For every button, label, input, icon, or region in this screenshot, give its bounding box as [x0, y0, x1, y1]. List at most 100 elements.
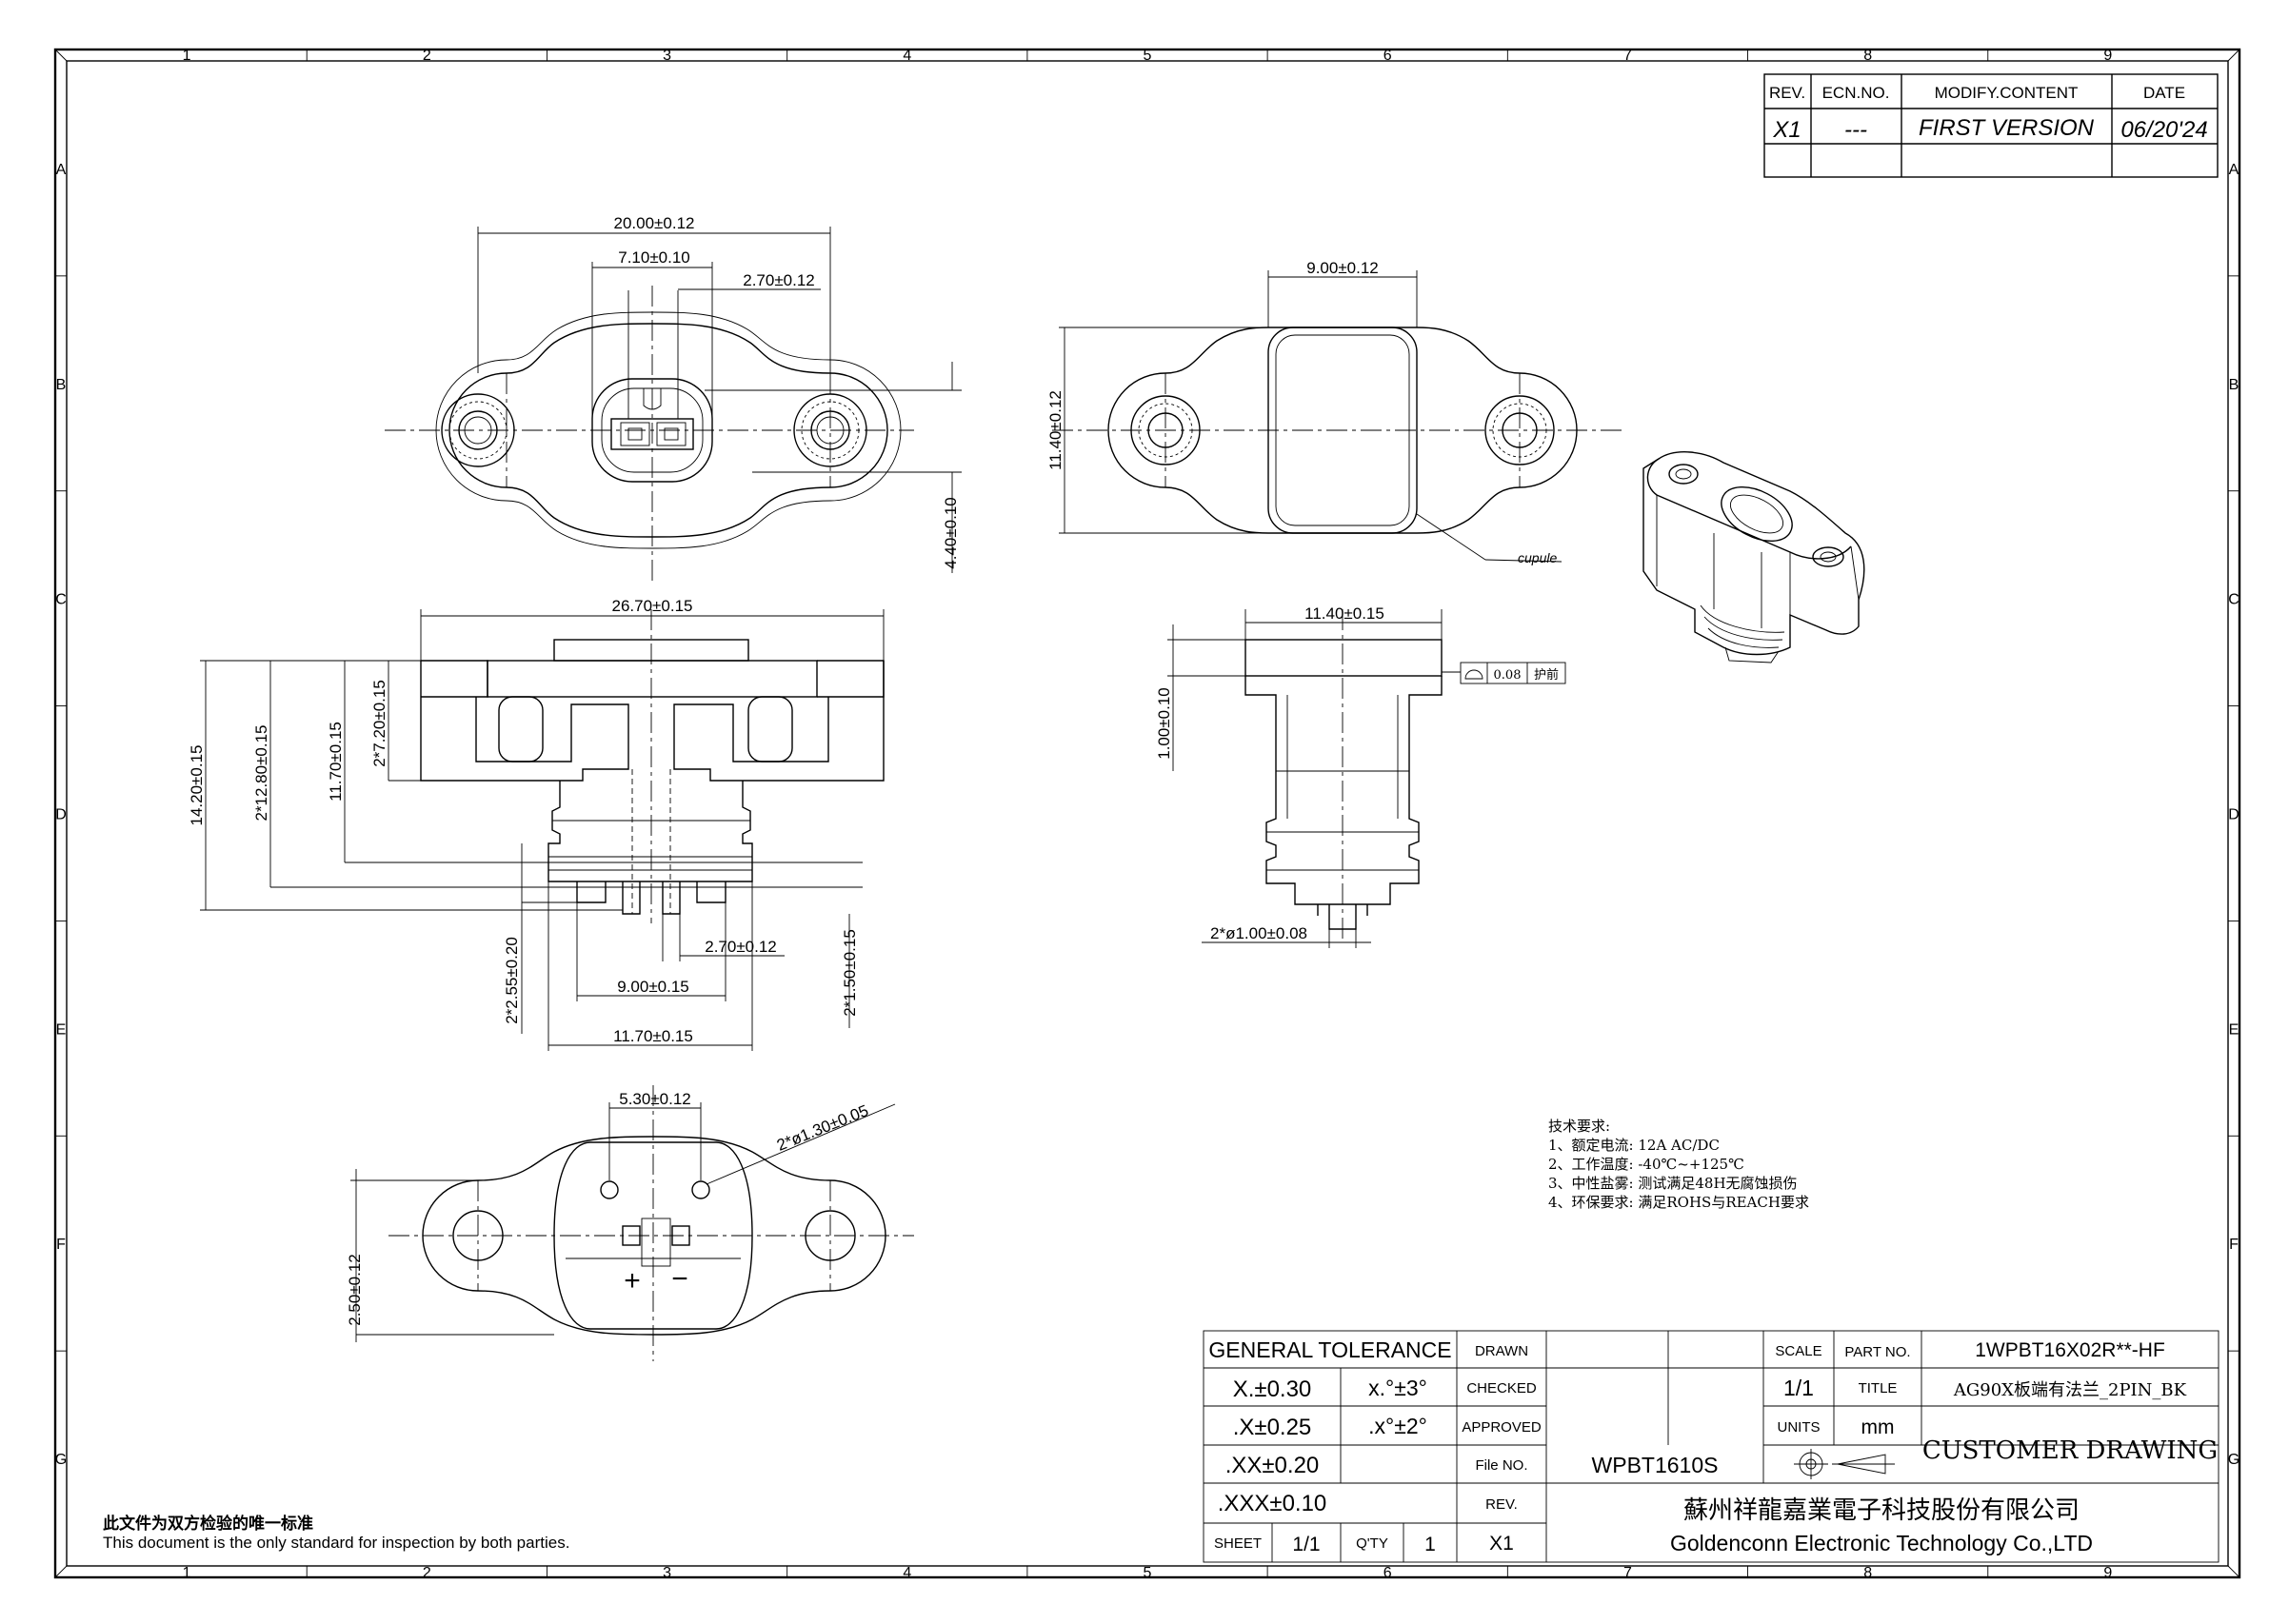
- zone-number-bottom: 3: [663, 1565, 671, 1581]
- company-cn: 蘇州祥龍嘉業電子科技股份有限公司: [1683, 1496, 2080, 1525]
- title-label: TITLE: [1859, 1380, 1898, 1396]
- zone-number-top: 8: [1863, 48, 1872, 64]
- scale-label: SCALE: [1775, 1343, 1821, 1359]
- zone-letter-right: B: [2229, 377, 2239, 393]
- dim-11-70-h: 11.70±0.15: [613, 1027, 693, 1045]
- file-no-label: File NO.: [1475, 1457, 1527, 1474]
- zone-letter-left: A: [56, 162, 67, 178]
- zone-letter-right: F: [2229, 1237, 2239, 1253]
- zone-letter-right: D: [2228, 807, 2239, 823]
- dim-12-80: 2*12.80±0.15: [252, 724, 270, 821]
- dim-dia-1-30: 2*ø1.30±0.05: [774, 1101, 871, 1155]
- rev-row-rev: X1: [1772, 117, 1801, 143]
- dim-2-55: 2*2.55±0.20: [503, 937, 521, 1024]
- dim-1-50: 2*1.50±0.15: [841, 929, 859, 1017]
- dim-9-00-b: 9.00±0.15: [617, 978, 689, 996]
- negative-mark: −: [671, 1263, 688, 1295]
- dim-20-00: 20.00±0.12: [614, 214, 695, 232]
- rev-value: X1: [1489, 1533, 1514, 1555]
- zone-letter-right: E: [2229, 1021, 2239, 1038]
- rev-label: REV.: [1485, 1496, 1518, 1513]
- dim-14-20: 14.20±0.15: [188, 745, 206, 826]
- tol-x3: .XXX±0.10: [1218, 1491, 1327, 1516]
- zone-number-top: 3: [663, 48, 671, 64]
- tech-note-3: 3、中性盐雾: 测试满足48H无腐蚀损伤: [1548, 1175, 1798, 1192]
- rev-row-content: FIRST VERSION: [1919, 115, 2095, 141]
- dim-dia-1-00: 2*ø1.00±0.08: [1210, 924, 1307, 942]
- sheet-value: 1/1: [1292, 1534, 1320, 1555]
- zone-number-top: 4: [903, 48, 911, 64]
- side-section-view: 1.00±0.10 11.40±0.15 2*ø1.00±0.08 0.08 护…: [1155, 604, 1566, 948]
- zone-letter-left: E: [56, 1021, 67, 1038]
- zone-letter-right: A: [2229, 162, 2239, 178]
- tol-x1: .X±0.25: [1233, 1415, 1312, 1440]
- zone-number-bottom: 6: [1383, 1565, 1392, 1581]
- scale-value: 1/1: [1783, 1376, 1814, 1400]
- checked-label: CHECKED: [1466, 1380, 1537, 1396]
- dim-11-40: 11.40±0.12: [1046, 390, 1065, 470]
- dim-1-00: 1.00±0.10: [1155, 687, 1173, 760]
- zone-number-bottom: 8: [1863, 1565, 1872, 1581]
- front-section-view: 26.70±0.15 14.20±0.15 2*12.80±0.15 11.70…: [188, 597, 885, 1051]
- positive-mark: +: [624, 1265, 641, 1297]
- zone-number-bottom: 5: [1144, 1565, 1152, 1581]
- tol-x: X.±0.30: [1233, 1376, 1312, 1402]
- zone-number-top: 7: [1623, 48, 1632, 64]
- qty-value: 1: [1424, 1534, 1436, 1555]
- customer-drawing-label: CUSTOMER DRAWING: [1922, 1436, 2218, 1465]
- tol-x2: .XX±0.20: [1225, 1453, 1320, 1478]
- zone-letter-right: C: [2228, 592, 2239, 608]
- zone-number-top: 1: [183, 48, 191, 64]
- dim-5-30: 5.30±0.12: [619, 1090, 691, 1108]
- tech-note-1: 1、额定电流: 12A AC/DC: [1548, 1137, 1720, 1154]
- sheet-frame: [53, 48, 2241, 1579]
- rev-header-ecn: ECN.NO.: [1822, 84, 1890, 102]
- gdt-datum: 护前: [1534, 667, 1559, 683]
- sheet-label: SHEET: [1214, 1535, 1262, 1552]
- tech-requirements: 技术要求: 1、额定电流: 12A AC/DC 2、工作温度: -40℃~+12…: [1548, 1118, 1809, 1211]
- part-no-value: 1WPBT16X02R**-HF: [1975, 1339, 2165, 1361]
- gdt-tolerance: 0.08: [1494, 668, 1522, 683]
- zone-letter-left: F: [56, 1237, 66, 1253]
- title-block: GENERAL TOLERANCE X.±0.30 .X±0.25 .XX±0.…: [1203, 1330, 2219, 1563]
- zone-number-top: 2: [423, 48, 431, 64]
- company-en: Goldenconn Electronic Technology Co.,LTD: [1670, 1531, 2093, 1555]
- revision-table: REV. ECN.NO. MODIFY.CONTENT DATE X1 --- …: [1763, 73, 2219, 178]
- dim-2-70: 2.70±0.12: [743, 271, 815, 289]
- rev-header-content: MODIFY.CONTENT: [1935, 84, 2079, 102]
- cupule-callout: cupule: [1518, 550, 1557, 565]
- zone-letter-right: G: [2228, 1452, 2239, 1468]
- rev-row-date: 06/20'24: [2120, 117, 2207, 143]
- zone-letter-left: B: [56, 377, 67, 393]
- tech-notes-title: 技术要求:: [1548, 1118, 1610, 1135]
- dim-2-50: 2.50±0.12: [346, 1254, 364, 1326]
- dim-9-00: 9.00±0.12: [1306, 259, 1379, 277]
- tech-note-2: 2、工作温度: -40℃~+125℃: [1548, 1156, 1744, 1173]
- rev-row-ecn: ---: [1844, 117, 1867, 143]
- note-cn: 此文件为双方检验的唯一标准: [103, 1514, 313, 1533]
- dim-2-70-b: 2.70±0.12: [705, 938, 777, 956]
- qty-label: Q'TY: [1356, 1535, 1388, 1552]
- dim-7-10: 7.10±0.10: [618, 248, 690, 267]
- dim-7-20: 2*7.20±0.15: [370, 680, 388, 767]
- zone-number-bottom: 9: [2103, 1565, 2112, 1581]
- rev-header-rev: REV.: [1769, 84, 1805, 102]
- zone-number-bottom: 1: [183, 1565, 191, 1581]
- tol-angle-2: .x°±2°: [1368, 1414, 1427, 1438]
- top-view: 20.00±0.12 7.10±0.10 2.70±0.12 4.40±0.10: [385, 214, 962, 581]
- zone-letter-left: C: [55, 592, 67, 608]
- zone-letter-left: G: [55, 1452, 67, 1468]
- isometric-view: [1642, 451, 1865, 663]
- dim-11-70-v: 11.70±0.15: [327, 722, 345, 802]
- dim-11-40-b: 11.40±0.15: [1304, 604, 1384, 623]
- dim-4-40: 4.40±0.10: [942, 497, 960, 569]
- units-value: mm: [1861, 1416, 1895, 1438]
- bottom-view: + − 5.30±0.12 2*ø1.30±0.05 2.50±0.12: [346, 1085, 914, 1361]
- rev-header-date: DATE: [2143, 84, 2185, 102]
- cap-view: 9.00±0.12 11.40±0.12 cupule: [1046, 259, 1623, 565]
- units-label: UNITS: [1778, 1419, 1821, 1436]
- file-no-value: WPBT1610S: [1592, 1453, 1719, 1477]
- note-en: This document is the only standard for i…: [103, 1534, 569, 1552]
- zone-number-top: 6: [1383, 48, 1392, 64]
